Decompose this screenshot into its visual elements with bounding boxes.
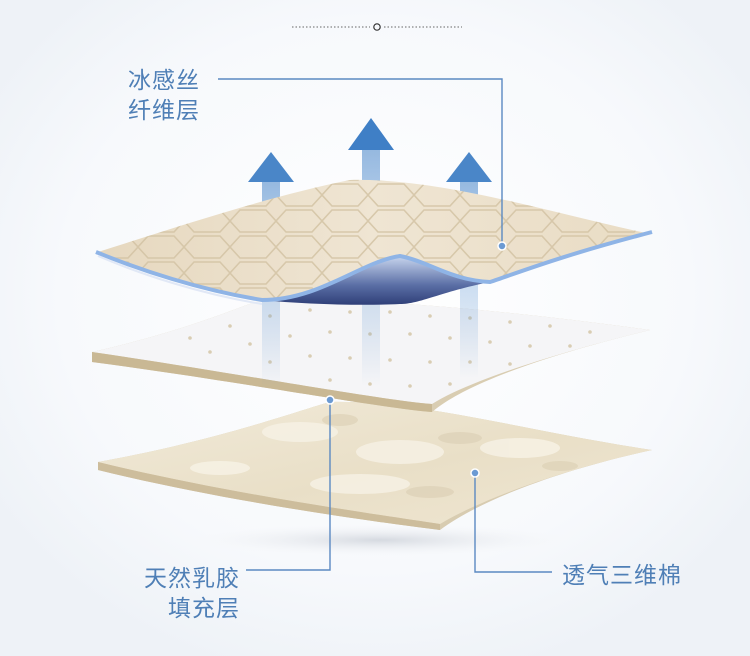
ground-shadow <box>170 522 590 558</box>
dot-marker-icon <box>498 242 506 250</box>
label-line: 纤维层 <box>128 96 200 126</box>
label-line: 填充层 <box>128 594 240 624</box>
label-3d-cotton-layer: 透气三维棉 <box>562 561 682 591</box>
label-natural-latex-layer: 天然乳胶 填充层 <box>128 564 240 624</box>
label-line: 透气三维棉 <box>562 561 682 591</box>
label-line: 天然乳胶 <box>128 564 240 594</box>
dot-marker-icon <box>471 469 479 477</box>
label-ice-silk-fiber-layer: 冰感丝 纤维层 <box>128 66 200 126</box>
label-line: 冰感丝 <box>128 66 200 96</box>
dot-marker-icon <box>326 396 334 404</box>
